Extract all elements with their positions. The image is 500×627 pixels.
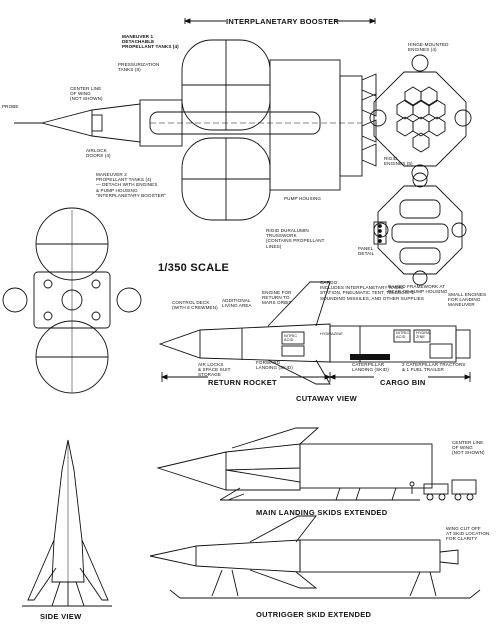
- rigid-engines-label: RIGID ENGINES (5): [384, 156, 413, 167]
- control-deck-label: CONTROL DECK (WITH 6 CREWMEN): [172, 300, 218, 311]
- forward-landing-label: FORWARD LANDING (SKID): [256, 360, 293, 371]
- center-line-wing-mid-label: CENTER LINE OF WING (NOT SHOWN): [452, 440, 485, 456]
- tractors-label: 2 CATERPILLAR TRACTORS & 1 FUEL TRAILER: [402, 362, 466, 373]
- maneuver1-label: MANEUVER 1 DETACHABLE PROPELLANT TANKS (…: [122, 34, 179, 50]
- additional-living-label: ADDITIONAL LIVING AREA: [222, 298, 252, 309]
- hydrazine-1-label: HYDRAZINE: [320, 332, 343, 336]
- panel-detail: [373, 221, 387, 245]
- small-engines-label: SMALL ENGINES FOR LANDING MANEUVER: [448, 292, 487, 308]
- rear-engine-cluster: [369, 54, 472, 182]
- engine-return-label: ENGINE FOR RETURN TO MARS ORBIT: [262, 290, 292, 306]
- cargo-bin-label: CARGO BIN: [380, 378, 426, 387]
- hex-engines: [396, 86, 446, 153]
- panel-detail-label: PANEL DETAIL: [358, 246, 375, 257]
- air-locks-label: AIR LOCKS & SPACE SUIT STORAGE: [198, 362, 231, 378]
- pressurization-label: PRESSURIZATION TANKS (8): [118, 62, 160, 73]
- main-landing-title: MAIN LANDING SKIDS EXTENDED: [256, 508, 388, 517]
- raised-framework-detail: [373, 172, 467, 286]
- center-line-wing-top-label: CENTER LINE OF WING (NOT SHOWN): [70, 86, 103, 102]
- front-view-cross: [2, 207, 142, 394]
- maneuver2-label: MANEUVER 2 PROPELLANT TANKS (4) — DETACH…: [96, 172, 166, 198]
- raised-framework-label: RAISED FRAMEWORK AT REAR OF PUMP HOUSING: [388, 284, 448, 295]
- cargo-desc-label: CARGO: INCLUDES INTERPLANETARY RADIO STA…: [320, 280, 425, 301]
- pump-housing-label: PUMP HOUSING: [284, 196, 322, 201]
- nitric-acid-2-label: NITRIC ACID: [396, 331, 410, 340]
- probe-label: PROBE: [2, 104, 19, 109]
- hinge-engines-label: HINGE-MOUNTED ENGINES (4): [408, 42, 449, 53]
- side-view-rocket: [22, 439, 112, 607]
- caterpillar-landing-label: CATERPILLAR LANDING (SKID): [352, 362, 389, 373]
- rigid-duralumin-label: RIGID DURALUMIN TRUSSWORK (CONTAINS PROP…: [266, 228, 325, 249]
- side-view-title: SIDE VIEW: [40, 612, 82, 621]
- nitric-acid-1-label: NITRIC ACID: [284, 334, 298, 343]
- hydrazine-2-label: HYDRA- ZINE: [416, 331, 432, 340]
- cutaway-dimension-line: [160, 372, 472, 382]
- return-rocket-label: RETURN ROCKET: [208, 378, 277, 387]
- interplanetary-booster-title: INTERPLANETARY BOOSTER: [226, 17, 340, 26]
- outrigger-title: OUTRIGGER SKID EXTENDED: [256, 610, 372, 619]
- wing-cut-off-label: WING CUT OFF AT SKID LOCATION FOR CLARIT…: [446, 526, 490, 542]
- landing-skids-view: [156, 427, 477, 501]
- cutaway-view-title: CUTAWAY VIEW: [296, 394, 357, 403]
- cutaway-view: [158, 281, 471, 385]
- scale-label: 1/350 SCALE: [158, 262, 230, 274]
- airlock-label: AIRLOCK DOORS (4): [86, 148, 111, 159]
- top-plan-view: [14, 39, 377, 221]
- booster-dimension-line: [183, 18, 377, 24]
- outrigger-view: [149, 515, 481, 599]
